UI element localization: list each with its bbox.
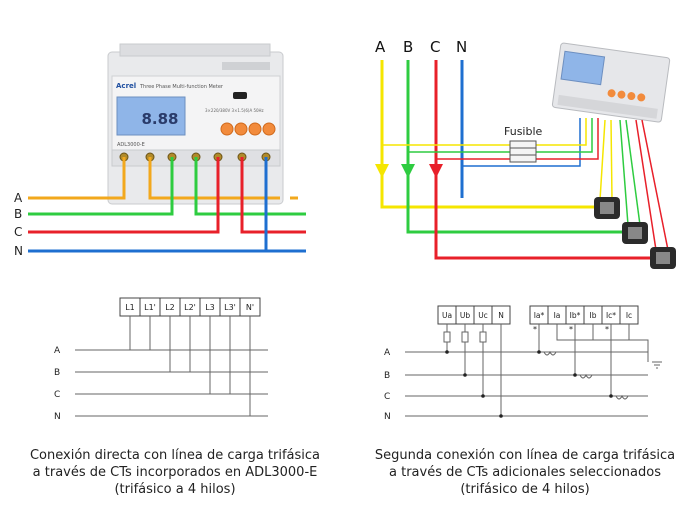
right-caption-line-3: (trifásico de 4 hilos) [460,482,590,497]
left-label-c: C [14,225,22,239]
left-caption-line-1: Conexión directa con línea de carga trif… [29,448,321,463]
left-wiring [28,157,306,253]
meter-button-4 [262,122,276,136]
left-schem-b: B [54,368,60,378]
meter-rating: 3×220/380V 3×1.5(6)A 50Hz [205,108,264,113]
terminal-ia-star: Ia* [534,311,545,320]
meter-display: 8.88 [141,110,178,128]
svg-text:*: * [605,325,609,334]
left-schem-c: C [54,390,60,400]
terminal-ua: Ua [442,311,452,320]
terminal-l2: L2 [165,303,175,312]
right-schem-b: B [384,371,390,381]
right-schem-c: C [384,392,390,402]
meter-lcd [116,96,186,136]
left-line-labels: A B C N [14,191,23,258]
meter-button-1 [220,122,234,136]
right-label-n: N [456,38,467,56]
terminal-ic-star: Ic* [606,311,616,320]
terminal-ib-star: Ib* [570,311,581,320]
right-caption-line-2: a través de CTs adicionales seleccionado… [389,465,661,480]
right-wiring [380,60,660,260]
left-label-n: N [14,244,23,258]
adl3000-meter: Acrel Three Phase Multi-function Meter 8… [107,43,284,205]
meter-button-3 [248,122,262,136]
direction-arrows [375,164,443,178]
voltage-taps [382,118,599,167]
left-caption: Conexión directa con línea de carga trif… [0,447,350,498]
right-label-b: B [403,38,413,56]
terminal-l3: L3 [205,303,215,312]
left-label-b: B [14,207,22,221]
terminal-ia: Ia [554,311,561,320]
ct-leads [599,119,669,251]
svg-text:*: * [569,325,573,334]
meter-title: Three Phase Multi-function Meter [139,84,224,90]
left-schem-n: N [54,412,61,422]
terminal-l2p: L2' [184,303,196,312]
left-caption-line-2: a través de CTs incorporados en ADL3000-… [32,465,318,480]
terminal-l1p: L1' [144,303,156,312]
terminal-uc: Uc [478,311,488,320]
left-caption-line-3: (trifásico a 4 hilos) [114,482,236,497]
left-schem-a: A [54,346,61,356]
terminal-ub: Ub [460,311,470,320]
fuse-label: Fusible [504,125,543,138]
left-schematic: L1 L1' L2 L2' L3 L3' N' A B C N [54,297,268,422]
terminal-l1: L1 [125,303,135,312]
meter-button-2 [234,122,248,136]
right-schem-n: N [384,412,391,422]
terminal-np: N' [246,303,254,312]
right-line-labels: A B C N [375,38,467,56]
meter-brand: Acrel [116,82,136,90]
meter-model: ADL3000-E [117,142,145,148]
right-schem-a: A [384,348,391,358]
right-schematic: Ua Ub Uc N Ia* Ia Ib* Ib Ic* Ic [384,305,662,422]
current-transformers [594,197,676,269]
svg-text:*: * [533,325,537,334]
terminal-n: N [498,311,504,320]
terminal-ic: Ic [626,311,632,320]
left-label-a: A [14,191,23,205]
terminal-l3p: L3' [224,303,236,312]
terminal-ib: Ib [590,311,597,320]
fuse-block [509,140,537,163]
ct-meter [551,42,671,123]
right-caption-line-1: Segunda conexión con línea de carga trif… [374,448,676,463]
right-label-c: C [430,38,440,56]
right-caption: Segunda conexión con línea de carga trif… [350,447,700,498]
meter-ir-port [233,92,247,99]
right-label-a: A [375,38,386,56]
